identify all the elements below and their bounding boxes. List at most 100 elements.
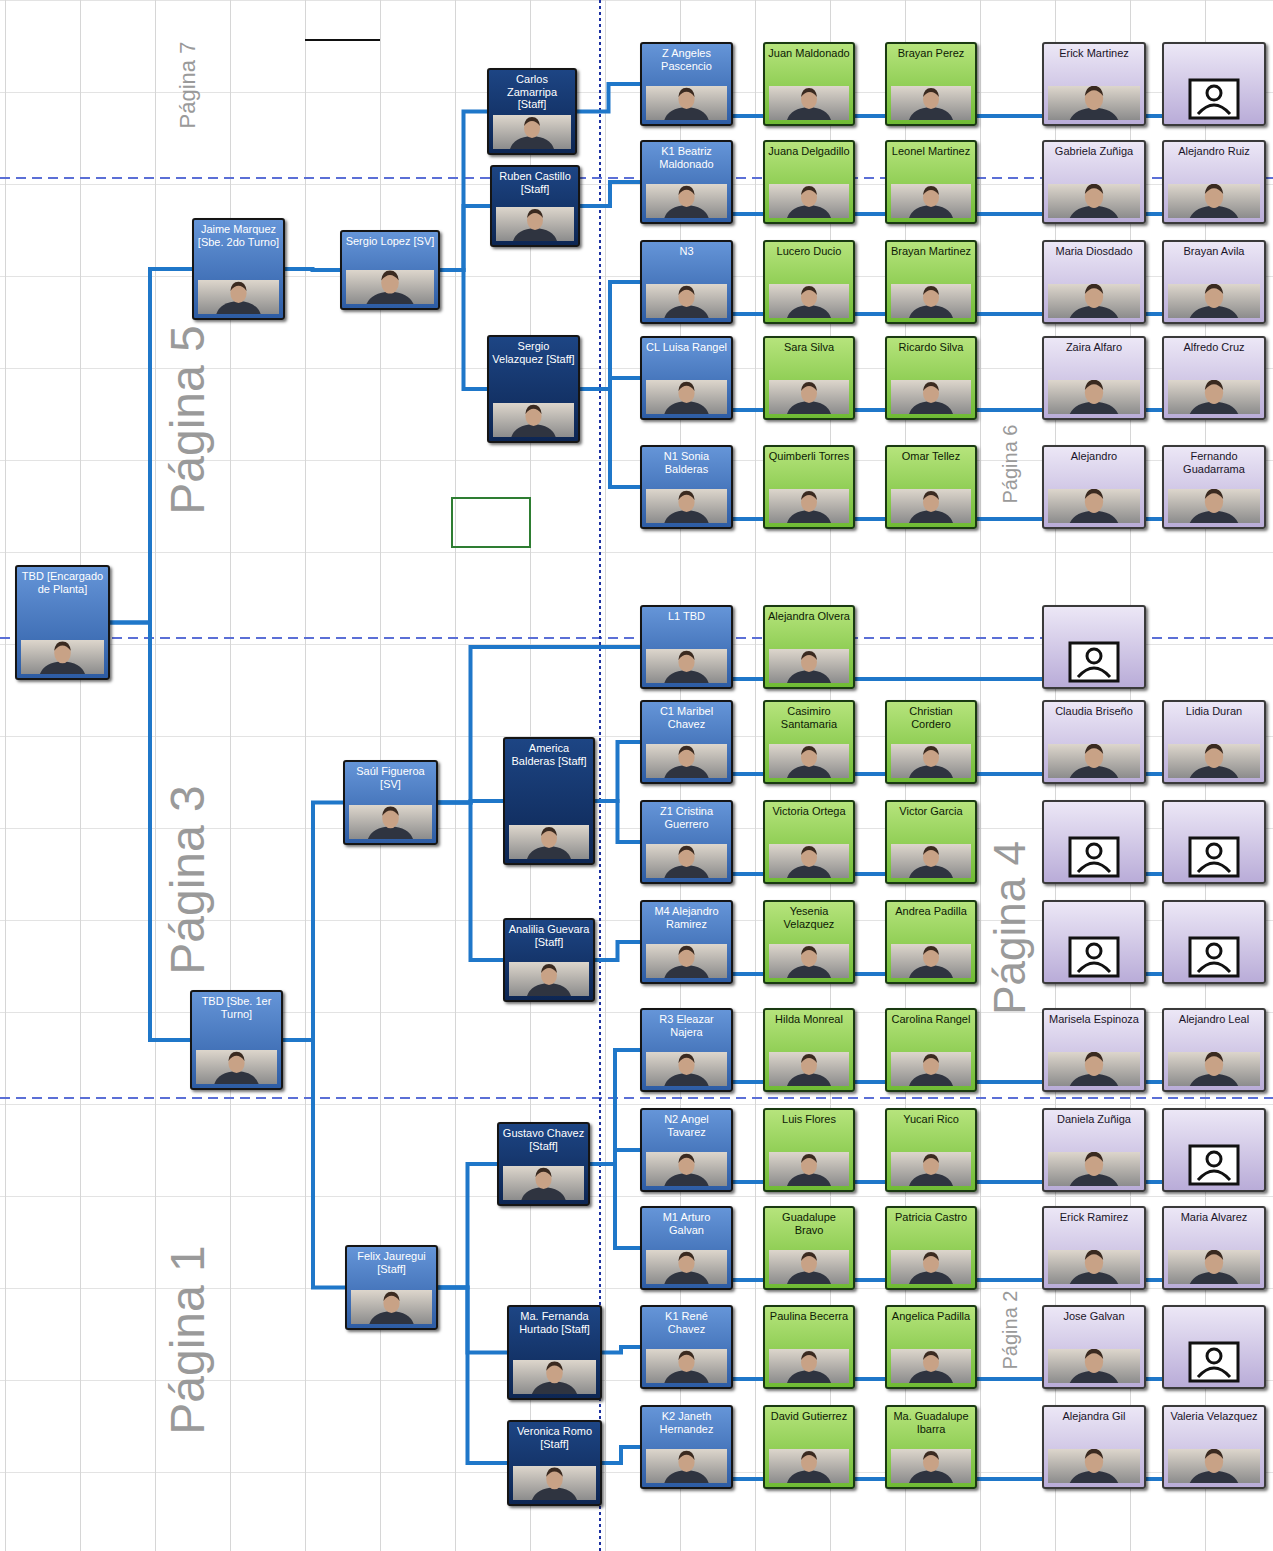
person-silhouette bbox=[1048, 1449, 1140, 1483]
position-name: Carolina Rangel bbox=[890, 1013, 972, 1026]
reporting-line bbox=[977, 114, 1042, 118]
photo-placeholder bbox=[1048, 1152, 1140, 1186]
org-position-box: N2 Angel Tavarez bbox=[640, 1108, 733, 1192]
reporting-line bbox=[733, 408, 763, 412]
reporting-line bbox=[977, 212, 1042, 216]
position-name: David Gutierrez bbox=[768, 1410, 850, 1423]
person-silhouette bbox=[769, 944, 849, 978]
reporting-line bbox=[733, 114, 763, 118]
person-silhouette bbox=[891, 184, 971, 218]
photo-placeholder bbox=[891, 1449, 971, 1483]
position-name: Marisela Espinoza bbox=[1047, 1013, 1141, 1026]
reporting-line bbox=[733, 312, 763, 316]
photo-placeholder bbox=[646, 380, 727, 414]
position-name: Ma. Fernanda Hurtado [Staff] bbox=[512, 1310, 597, 1335]
photo-placeholder bbox=[349, 805, 432, 839]
vacant-position-box bbox=[1162, 1108, 1266, 1192]
org-position-box: N3 bbox=[640, 240, 733, 324]
reporting-line bbox=[602, 1447, 640, 1463]
person-silhouette bbox=[1048, 86, 1140, 120]
vacant-icon bbox=[1188, 936, 1240, 978]
position-name: Alejandra Gil bbox=[1047, 1410, 1141, 1423]
vacant-icon bbox=[1068, 641, 1120, 683]
org-position-box: K1 Beatriz Maldonado bbox=[640, 140, 733, 224]
position-name: Sergio Velazquez [Staff] bbox=[492, 340, 575, 365]
org-position-box: Guadalupe Bravo bbox=[763, 1206, 855, 1290]
photo-placeholder bbox=[769, 1349, 849, 1383]
org-position-box: Gabriela Zuñiga bbox=[1042, 140, 1146, 224]
photo-placeholder bbox=[646, 844, 727, 878]
person-silhouette bbox=[1048, 1152, 1140, 1186]
org-position-box: N1 Sonia Balderas bbox=[640, 445, 733, 529]
org-position-box: Fernando Guadarrama bbox=[1162, 445, 1266, 529]
reporting-line bbox=[855, 1377, 885, 1381]
page-watermark: Página 1 bbox=[164, 1245, 212, 1435]
org-position-box: Lidia Duran bbox=[1162, 700, 1266, 784]
person-silhouette bbox=[1048, 380, 1140, 414]
photo-placeholder bbox=[769, 1449, 849, 1483]
photo-placeholder bbox=[646, 184, 727, 218]
reporting-line bbox=[855, 1180, 885, 1184]
person-silhouette bbox=[769, 284, 849, 318]
reporting-line bbox=[733, 677, 763, 681]
reporting-line bbox=[595, 942, 640, 960]
vacant-icon bbox=[1068, 936, 1120, 978]
position-name: Omar Tellez bbox=[890, 450, 972, 463]
photo-placeholder bbox=[1048, 1052, 1140, 1086]
person-silhouette bbox=[891, 944, 971, 978]
position-name: Claudia Briseño bbox=[1047, 705, 1141, 718]
photo-placeholder bbox=[769, 649, 849, 683]
photo-placeholder bbox=[646, 1152, 727, 1186]
photo-placeholder bbox=[1168, 380, 1260, 414]
org-position-box: Angelica Padilla bbox=[885, 1305, 977, 1389]
photo-placeholder bbox=[646, 1052, 727, 1086]
org-position-box: America Balderas [Staff] bbox=[503, 737, 595, 865]
org-position-box: Victoria Ortega bbox=[763, 800, 855, 884]
photo-placeholder bbox=[769, 1052, 849, 1086]
reporting-line bbox=[438, 803, 503, 961]
photo-placeholder bbox=[769, 380, 849, 414]
reporting-line bbox=[283, 1040, 345, 1288]
vacant-position-box bbox=[1162, 800, 1266, 884]
photo-placeholder bbox=[1048, 489, 1140, 523]
vacant-links bbox=[855, 116, 1162, 1379]
person-silhouette bbox=[1048, 489, 1140, 523]
reporting-line bbox=[977, 1180, 1042, 1184]
person-silhouette bbox=[891, 1250, 971, 1284]
person-silhouette bbox=[769, 1449, 849, 1483]
photo-placeholder bbox=[891, 489, 971, 523]
org-position-box: Felix Jauregui [Staff] bbox=[345, 1245, 438, 1330]
person-silhouette bbox=[646, 1349, 727, 1383]
position-name: Yucari Rico bbox=[890, 1113, 972, 1126]
position-name: Veronica Romo [Staff] bbox=[512, 1425, 597, 1450]
photo-placeholder bbox=[1168, 1449, 1260, 1483]
photo-placeholder bbox=[1048, 1449, 1140, 1483]
vacant-position-box bbox=[1042, 605, 1146, 689]
position-name: Maria Diosdado bbox=[1047, 245, 1141, 258]
person-silhouette bbox=[1168, 284, 1260, 318]
org-position-box: Casimiro Santamaria bbox=[763, 700, 855, 784]
org-position-box: Juan Maldonado bbox=[763, 42, 855, 126]
vacant-position-box bbox=[1042, 800, 1146, 884]
org-position-box: Sara Silva bbox=[763, 336, 855, 420]
photo-placeholder bbox=[1048, 184, 1140, 218]
photo-placeholder bbox=[1048, 1349, 1140, 1383]
vacant-link bbox=[1146, 872, 1162, 876]
reporting-line bbox=[855, 972, 885, 976]
org-position-box: Daniela Zuñiga bbox=[1042, 1108, 1146, 1192]
photo-placeholder bbox=[646, 489, 727, 523]
person-silhouette bbox=[769, 184, 849, 218]
person-silhouette bbox=[646, 1250, 727, 1284]
photo-placeholder bbox=[646, 86, 727, 120]
photo-placeholder bbox=[891, 184, 971, 218]
page-watermark: Página 6 bbox=[1000, 425, 1020, 504]
reporting-line bbox=[1146, 312, 1162, 316]
person-silhouette bbox=[646, 489, 727, 523]
org-position-box: Brayan Perez bbox=[885, 42, 977, 126]
photo-placeholder bbox=[891, 1349, 971, 1383]
person-silhouette bbox=[493, 115, 571, 149]
position-name: Patricia Castro bbox=[890, 1211, 972, 1224]
position-name: Felix Jauregui [Staff] bbox=[350, 1250, 433, 1275]
person-silhouette bbox=[646, 844, 727, 878]
reporting-line bbox=[595, 742, 640, 801]
